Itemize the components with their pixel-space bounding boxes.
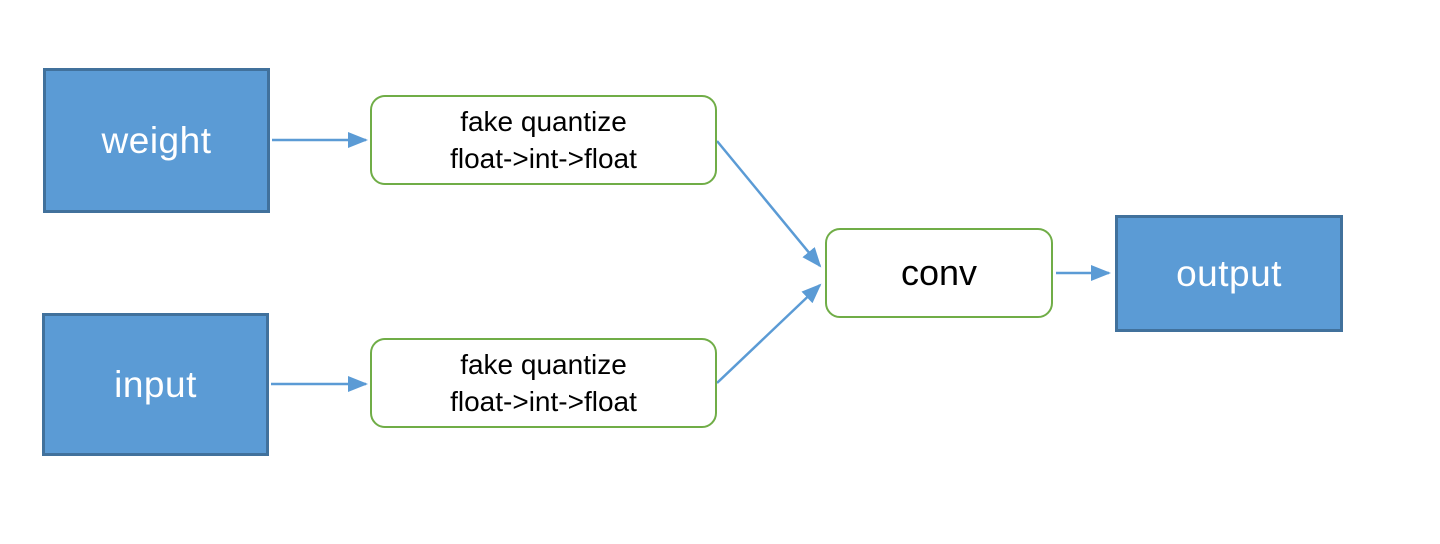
node-fake-quantize-input: fake quantize float->int->float — [370, 338, 717, 428]
fake-quantize-input-line1: fake quantize — [460, 349, 627, 380]
node-input-label: input — [114, 363, 197, 405]
arrow-fake-quantize-weight-to-conv — [716, 140, 822, 268]
fake-quantize-input-line2: float->int->float — [450, 386, 637, 417]
node-output: output — [1115, 215, 1343, 332]
node-fake-quantize-weight: fake quantize float->int->float — [370, 95, 717, 185]
arrow-fake-quantize-input-to-conv — [716, 283, 822, 384]
node-input: input — [42, 313, 269, 456]
node-weight-label: weight — [101, 119, 212, 161]
node-conv-label: conv — [900, 252, 978, 293]
fake-quantize-weight-line2: float->int->float — [450, 143, 637, 174]
node-weight: weight — [43, 68, 270, 213]
fake-quantize-weight-line1: fake quantize — [460, 106, 627, 137]
node-conv: conv — [825, 228, 1053, 318]
node-output-label: output — [1176, 252, 1282, 294]
